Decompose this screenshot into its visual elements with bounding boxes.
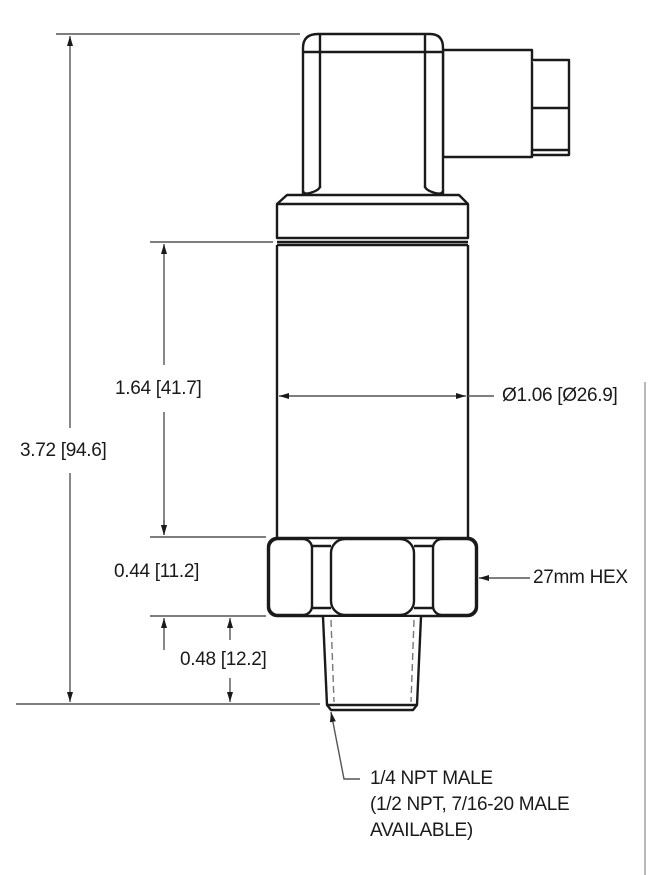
hex-size-label: 27mm HEX [533, 567, 628, 588]
npt-thread [321, 616, 423, 712]
hex-height-label: 0.44 [11.2] [114, 561, 200, 582]
din-connector [301, 32, 571, 195]
npt-note-line3: AVAILABLE) [370, 820, 473, 841]
body-length-label: 1.64 [41.7] [115, 378, 202, 399]
hex-nut [266, 536, 479, 618]
connector-flange [275, 193, 470, 247]
cylindrical-body [275, 245, 470, 537]
overall-height-label: 3.72 [94.6] [20, 440, 107, 461]
body-diameter-label: Ø1.06 [Ø26.9] [502, 385, 618, 406]
dimension-lines [16, 33, 646, 875]
npt-note-line1: 1/4 NPT MALE [370, 768, 493, 789]
npt-note-line2: (1/2 NPT, 7/16-20 MALE [370, 794, 570, 815]
thread-length-label: 0.48 [12.2] [180, 649, 267, 670]
